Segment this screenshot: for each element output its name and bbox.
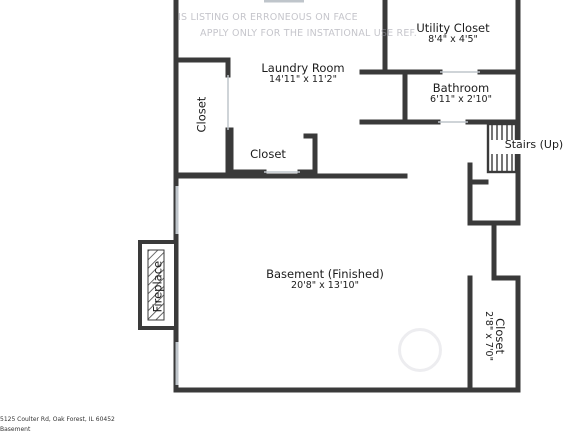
room-name: Closet — [493, 318, 508, 354]
closet-mid-wall — [297, 133, 318, 175]
room-dims: 6'11" x 2'10" — [430, 94, 492, 106]
closet-left-wall — [173, 57, 231, 78]
disclaimer-line-2: APPLY ONLY FOR THE INSTATIONAL USE REF. — [200, 28, 417, 39]
fireplace-icon — [138, 240, 178, 330]
room-dims: 20'8" x 13'10" — [291, 280, 359, 292]
room-closet-mid: Closet — [238, 147, 298, 161]
exterior-wall — [491, 0, 521, 278]
room-dims: 2'8" x 7'0" — [482, 311, 494, 361]
room-name: Laundry Room — [261, 61, 345, 75]
room-name: Fireplace — [150, 260, 165, 313]
disclaimer-line-1: IS LISTING OR ERRONEOUS ON FACE — [178, 12, 358, 23]
room-name: Closet — [250, 147, 286, 161]
room-dims: 14'11" x 11'2" — [269, 74, 337, 86]
footer-level: Basement — [0, 426, 31, 433]
room-fireplace: Fireplace — [150, 247, 165, 327]
room-name: Stairs (Up) — [504, 138, 564, 151]
room-stairs: Stairs (Up) — [492, 138, 576, 152]
room-bathroom: Bathroom 6'11" x 2'10" — [416, 81, 506, 106]
room-closet-left: Closet — [194, 85, 209, 145]
closet-mid-wall — [228, 127, 267, 175]
room-laundry: Laundry Room 14'11" x 11'2" — [248, 61, 358, 86]
room-closet-right: Closet 2'8" x 7'0" — [482, 296, 508, 376]
door-gaps — [227, 71, 480, 173]
room-utility-closet: Utility Closet 8'4" x 4'5" — [408, 21, 498, 46]
room-name: Utility Closet — [416, 21, 490, 35]
room-basement: Basement (Finished) 20'8" x 13'10" — [250, 267, 400, 292]
room-name: Closet — [194, 96, 209, 133]
watermark-logo-icon — [398, 328, 478, 388]
stairs-label-bg — [491, 140, 559, 154]
footer-address: 5125 Coulter Rd, Oak Forest, IL 60452 — [0, 416, 115, 423]
room-name: Bathroom — [432, 81, 490, 95]
windows — [175, 0, 304, 385]
stairs-wall — [467, 162, 497, 226]
room-name: Basement (Finished) — [266, 267, 384, 281]
room-dims: 8'4" x 4'5" — [428, 34, 478, 46]
